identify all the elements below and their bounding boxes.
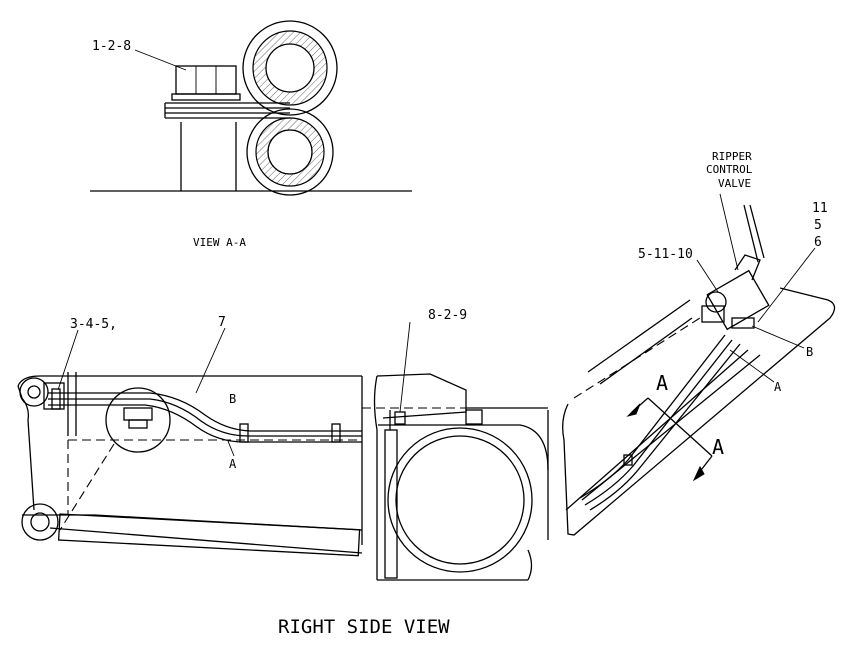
section-label-a-top: A — [656, 371, 668, 395]
section-cut-arrows — [626, 397, 713, 482]
center-frame — [362, 373, 549, 581]
line-label-a-left: A — [229, 457, 237, 471]
diagram-title: RIGHT SIDE VIEW — [278, 616, 450, 638]
view-aa-detail — [90, 20, 412, 196]
right-frame — [562, 204, 836, 536]
line-label-b-left: B — [229, 392, 236, 406]
hose-lines-left — [48, 388, 362, 443]
left-arm-structure — [17, 372, 363, 557]
part-label-6: 6 — [814, 235, 822, 250]
lower-hose-clamp — [246, 108, 334, 196]
part-label-5-11-10: 5-11-10 — [638, 247, 693, 262]
part-label-1-2-8: 1-2-8 — [92, 39, 131, 54]
part-label-3-4-5: 3-4-5, — [70, 317, 117, 332]
ripper-label-line3: VALVE — [718, 177, 751, 190]
ripper-label-line2: CONTROL — [706, 163, 753, 176]
part-label-5: 5 — [814, 218, 822, 233]
line-label-b-right: B — [806, 345, 813, 359]
part-label-7: 7 — [218, 315, 226, 330]
view-aa-label: VIEW A-A — [193, 236, 246, 249]
section-label-a-bottom: A — [712, 435, 724, 459]
bolt-head — [171, 65, 241, 101]
part-label-11: 11 — [812, 201, 828, 216]
line-label-a-right: A — [774, 380, 782, 394]
ripper-label-line1: RIPPER — [712, 150, 752, 163]
part-label-8-2-9: 8-2-9 — [428, 308, 467, 323]
ripper-control-valve — [701, 204, 770, 331]
upper-hose-clamp — [242, 20, 338, 116]
